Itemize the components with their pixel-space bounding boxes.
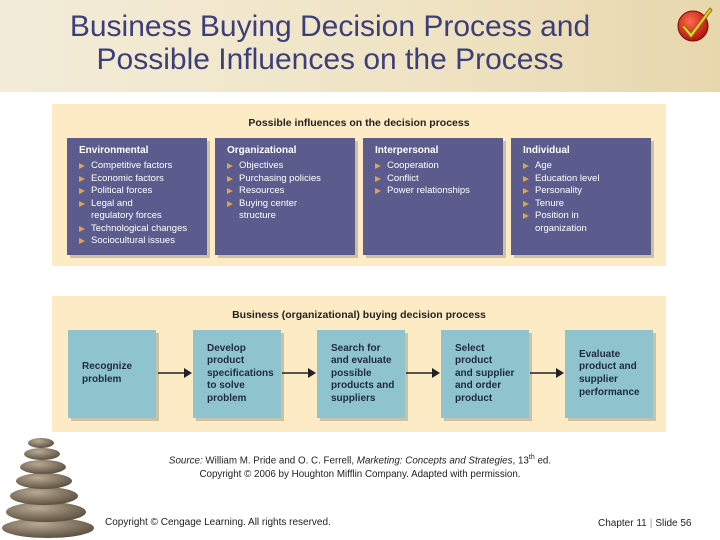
influence-box-individual: Individual Age Education level Personali… (511, 138, 651, 255)
influence-item: Purchasing policies (227, 173, 351, 186)
source-book-title: Marketing: Concepts and Strategies (356, 455, 513, 467)
source-authors: William M. Pride and O. C. Ferrell, (205, 455, 355, 467)
process-step-2: Develop product specifications to solve … (193, 330, 281, 418)
title-banner (0, 0, 720, 92)
influence-heading: Organizational (227, 145, 297, 156)
influence-box-environmental: Environmental Competitive factors Econom… (67, 138, 207, 255)
process-step-label: Select product and supplier and order pr… (455, 342, 515, 404)
slide-title-line-2: Possible Influences on the Process (96, 43, 564, 76)
process-step-label: Search for and evaluate possible product… (331, 342, 395, 404)
influence-item: Age (523, 160, 647, 173)
influence-heading: Individual (523, 145, 570, 156)
influence-item: Political forces (79, 185, 203, 198)
slide-label: Slide 56 (655, 518, 692, 529)
source-edition: , 13 (512, 455, 529, 467)
influence-item: Resources (227, 185, 351, 198)
process-step-label: Evaluate product and supplier performanc… (579, 348, 640, 398)
arrow-right-icon (406, 368, 440, 378)
influence-item: Cooperation (375, 160, 499, 173)
source-copyright: Copyright © 2006 by Houghton Mifflin Com… (199, 469, 521, 481)
process-step-4: Select product and supplier and order pr… (441, 330, 529, 418)
source-label: Source: (168, 455, 203, 467)
influence-heading: Environmental (79, 145, 149, 156)
influence-item: Power relationships (375, 185, 499, 198)
footer-copyright: Copyright © Cengage Learning. All rights… (105, 517, 331, 528)
source-citation: Source: William M. Pride and O. C. Ferre… (140, 451, 580, 482)
process-step-label: Develop product specifications to solve … (207, 342, 274, 404)
process-step-3: Search for and evaluate possible product… (317, 330, 405, 418)
arrow-right-icon (530, 368, 564, 378)
influence-item: Buying center structure (227, 198, 351, 223)
process-step-1: Recognize problem (68, 330, 156, 418)
slide-title-line-1: Business Buying Decision Process and (69, 10, 591, 43)
influences-panel-title: Possible influences on the decision proc… (248, 117, 470, 129)
source-edition-suffix: th (528, 454, 535, 461)
influence-item: Competitive factors (79, 160, 203, 173)
influence-item: Education level (523, 173, 647, 186)
arrow-right-icon (282, 368, 316, 378)
footer-separator: | (649, 518, 653, 529)
checkmark-icon (677, 7, 713, 42)
influence-item: Conflict (375, 173, 499, 186)
influence-heading: Interpersonal (375, 145, 439, 156)
influence-item: Objectives (227, 160, 351, 173)
process-panel-title: Business (organizational) buying decisio… (232, 309, 486, 321)
influence-item: Position in organization (523, 210, 647, 235)
influence-item: Economic factors (79, 173, 203, 186)
influence-box-organizational: Organizational Objectives Purchasing pol… (215, 138, 355, 255)
process-step-label: Recognize problem (82, 361, 133, 385)
slide-title: Business Buying Decision Process and Pos… (0, 10, 660, 76)
process-step-5: Evaluate product and supplier performanc… (565, 330, 653, 418)
influence-item: Sociocultural issues (79, 235, 203, 248)
influence-item: Tenure (523, 198, 647, 211)
chapter-label: Chapter 11 (598, 518, 647, 529)
source-edition-end: ed. (534, 455, 552, 467)
slide-number: Chapter 11|Slide 56 (598, 518, 692, 529)
influence-box-interpersonal: Interpersonal Cooperation Conflict Power… (363, 138, 503, 255)
arrow-right-icon (158, 368, 192, 378)
influence-item: Personality (523, 185, 647, 198)
influence-item: Technological changes (79, 223, 203, 236)
stacked-stones-image (2, 438, 94, 538)
influence-item: Legal and regulatory forces (79, 198, 203, 223)
